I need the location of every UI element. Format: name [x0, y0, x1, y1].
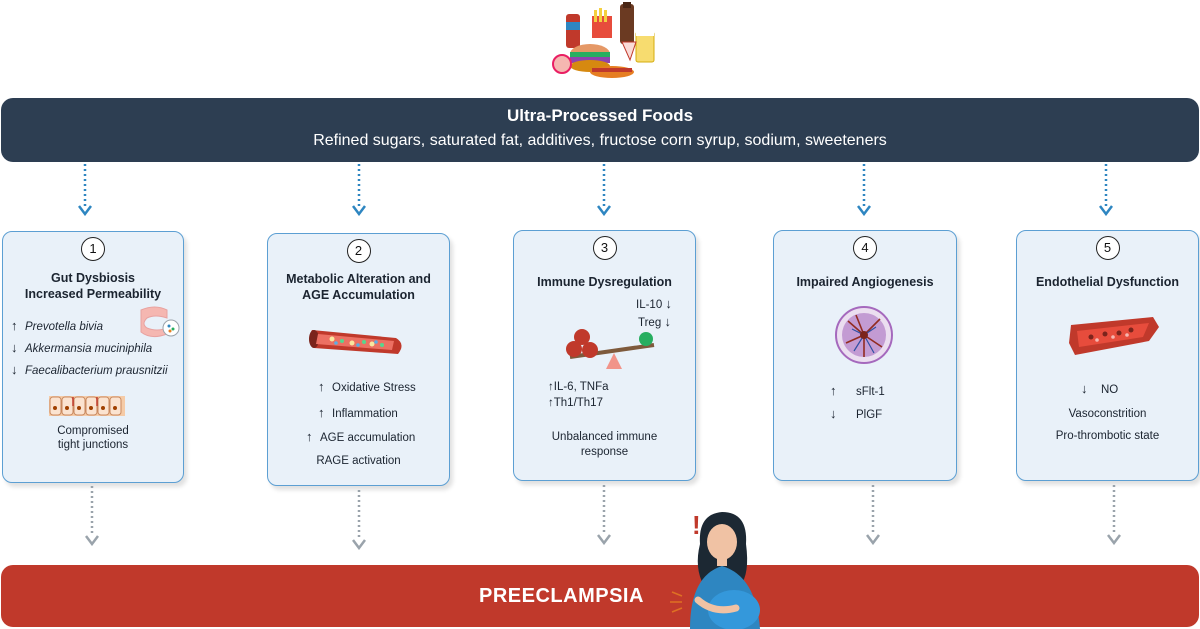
- up-arrow-icon: ↑: [306, 429, 313, 444]
- down-arrow-icon: ↓: [1081, 381, 1088, 396]
- taxon-row-2: ↓ Akkermansia muciniphila: [11, 340, 152, 355]
- step-number-1: 1: [81, 237, 105, 261]
- down-arrow-icon: ↓: [665, 296, 672, 311]
- taxon-label: Faecalibacterium prausnitzii: [25, 365, 168, 377]
- bottom-connector-1: [85, 486, 99, 546]
- up-arrow-icon: ↑: [11, 318, 18, 333]
- mechanism-box-impaired-angiogenesis: 4 Impaired Angiogenesis ↑ sFlt-1 ↓ PlGF: [773, 230, 957, 481]
- box-title-line2: Increased Permeability: [24, 287, 162, 301]
- mechanism-box-metabolic-alteration: 2 Metabolic Alteration and AGE Accumulat…: [267, 233, 450, 486]
- marker-label: Treg: [638, 317, 662, 329]
- top-connector-1: [78, 164, 92, 216]
- box-title-line1: Metabolic Alteration and: [286, 272, 431, 286]
- factor-label: sFlt-1: [856, 386, 885, 398]
- top-connector-2: [352, 164, 366, 216]
- effect-label: Inflammation: [332, 408, 398, 420]
- junk-food-illustration: [552, 2, 655, 78]
- box-title-line1: Impaired Angiogenesis: [796, 275, 934, 289]
- ultra-processed-foods-banner: Ultra-Processed Foods Refined sugars, sa…: [1, 98, 1199, 162]
- step-number-5: 5: [1095, 236, 1120, 260]
- effect-label: AGE accumulation: [320, 432, 416, 444]
- bottom-connector-4: [866, 485, 880, 545]
- placenta-icon: [835, 306, 893, 364]
- intestine-icon: [140, 306, 180, 338]
- mechanism-box-endothelial-dysfunction: 5 Endothelial Dysfunction ↓ NO Vasoconstr…: [1016, 230, 1199, 481]
- taxon-label: Akkermansia muciniphila: [25, 343, 153, 355]
- marker-label: Th1/Th17: [553, 397, 603, 409]
- up-arrow-icon: ↑: [830, 383, 837, 398]
- effect-row-3: ↑ AGE accumulation: [306, 429, 415, 444]
- box-title-line1: Endothelial Dysfunction: [1035, 275, 1180, 289]
- box-caption-line2: Pro-thrombotic state: [1055, 430, 1160, 442]
- bottom-connector-3: [597, 485, 611, 545]
- epithelial-cells-icon: [49, 396, 125, 416]
- top-connector-5: [1099, 164, 1113, 216]
- factor-row-2: ↓ PlGF: [830, 406, 882, 421]
- taxon-row-3: ↓ Faecalibacterium prausnitzii: [11, 362, 168, 377]
- step-number-4: 4: [853, 236, 877, 260]
- step-number-2: 2: [346, 239, 371, 263]
- blood-vessel-icon: [309, 330, 402, 354]
- marker-label: IL-10: [636, 299, 663, 311]
- box-caption-line1: Vasoconstrition: [1068, 408, 1147, 420]
- mechanism-box-gut-dysbiosis: 1 Gut Dysbiosis Increased Permeability ↑…: [2, 231, 184, 483]
- damaged-vessel-icon: [1069, 317, 1159, 355]
- top-connector-4: [857, 164, 871, 216]
- step-number-3: 3: [592, 236, 617, 260]
- down-arrow-icon: ↓: [11, 340, 18, 355]
- preeclampsia-label: PREECLAMPSIA: [479, 585, 644, 607]
- down-arrow-icon: ↓: [11, 362, 18, 377]
- banner-subtitle: Refined sugars, saturated fat, additives…: [313, 132, 887, 149]
- immune-left-row-2: ↑Th1/Th17: [548, 397, 603, 409]
- alert-exclamation-icon: !: [692, 510, 701, 540]
- taxon-label: Prevotella bivia: [25, 321, 103, 333]
- immune-right-row-2: Treg ↓: [638, 314, 678, 329]
- box-title-line2: AGE Accumulation: [302, 288, 415, 302]
- effect-label: Oxidative Stress: [332, 382, 416, 394]
- no-row: ↓ NO: [1081, 381, 1118, 396]
- box-title-line1: Gut Dysbiosis: [50, 271, 136, 285]
- box-caption-line1: Unbalanced immune: [551, 431, 658, 443]
- taxon-row-1: ↑ Prevotella bivia: [11, 318, 103, 333]
- down-arrow-icon: ↓: [664, 314, 671, 329]
- up-arrow-icon: ↑: [318, 379, 325, 394]
- factor-row-1: ↑ sFlt-1: [830, 383, 885, 398]
- box-caption-line2: tight junctions: [57, 439, 129, 451]
- box-caption-line1: RAGE activation: [316, 455, 401, 467]
- up-arrow-icon: ↑: [318, 405, 325, 420]
- box-caption-line1: Compromised: [57, 425, 129, 437]
- box-caption-line2: response: [580, 446, 629, 458]
- bottom-connector-5: [1107, 485, 1121, 545]
- banner-title: Ultra-Processed Foods: [506, 106, 694, 125]
- pregnant-woman-illustration: !: [670, 510, 760, 629]
- box-title-line1: Immune Dysregulation: [537, 275, 672, 289]
- up-arrow-icon: ↑: [548, 397, 554, 409]
- immune-right-row-1: IL-10 ↓: [636, 296, 679, 311]
- effect-row-1: ↑ Oxidative Stress: [318, 379, 416, 394]
- mechanism-box-immune-dysregulation: 3 Immune Dysregulation IL-10 ↓ Treg ↓ ↑I…: [513, 230, 696, 481]
- preeclampsia-banner: PREECLAMPSIA: [1, 565, 1199, 627]
- up-arrow-icon: ↑: [548, 381, 554, 393]
- down-arrow-icon: ↓: [830, 406, 837, 421]
- effect-row-2: ↑ Inflammation: [318, 405, 398, 420]
- factor-label: PlGF: [856, 409, 883, 421]
- immune-left-row-1: ↑IL-6, TNFa: [548, 381, 609, 393]
- bottom-connector-2: [352, 490, 366, 550]
- nitric-oxide-label: NO: [1101, 384, 1119, 396]
- top-connector-3: [597, 164, 611, 216]
- marker-label: IL-6, TNFa: [553, 381, 609, 393]
- imbalanced-scale-icon: [566, 329, 655, 369]
